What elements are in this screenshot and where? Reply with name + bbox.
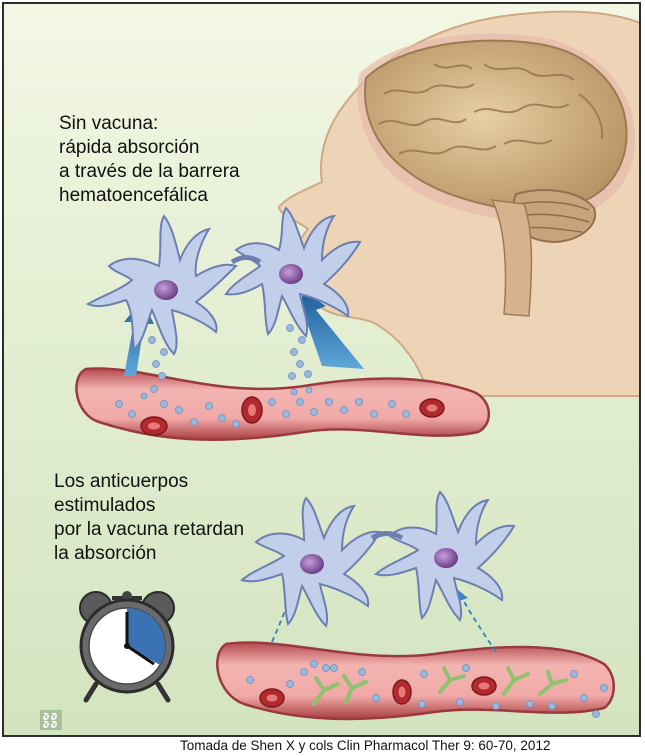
bottom-caption-line: Los anticuerpos	[54, 470, 314, 494]
top-caption-line: hematoencefálica	[59, 184, 299, 208]
illustration-frame: Sin vacuna: rápida absorción a través de…	[2, 2, 641, 737]
top-caption-line: a través de la barrera	[59, 160, 299, 184]
bottom-caption-line: por la vacuna retardan	[54, 518, 314, 542]
bottom-caption-line: la absorción	[54, 542, 314, 566]
top-caption: Sin vacuna: rápida absorción a través de…	[59, 112, 299, 208]
publisher-logo-icon	[40, 710, 62, 730]
top-caption-line: rápida absorción	[59, 136, 299, 160]
bottom-caption: Los anticuerpos estimulados por la vacun…	[54, 470, 314, 566]
alarm-clock-icon	[80, 591, 174, 700]
bottom-caption-line: estimulados	[54, 494, 314, 518]
top-caption-line: Sin vacuna:	[59, 112, 299, 136]
slow-absorption-arrows	[272, 594, 496, 652]
neuron-top-left	[88, 216, 236, 354]
neuron-bottom-right	[376, 492, 514, 620]
source-citation: Tomada de Shen X y cols Clin Pharmacol T…	[180, 736, 550, 756]
